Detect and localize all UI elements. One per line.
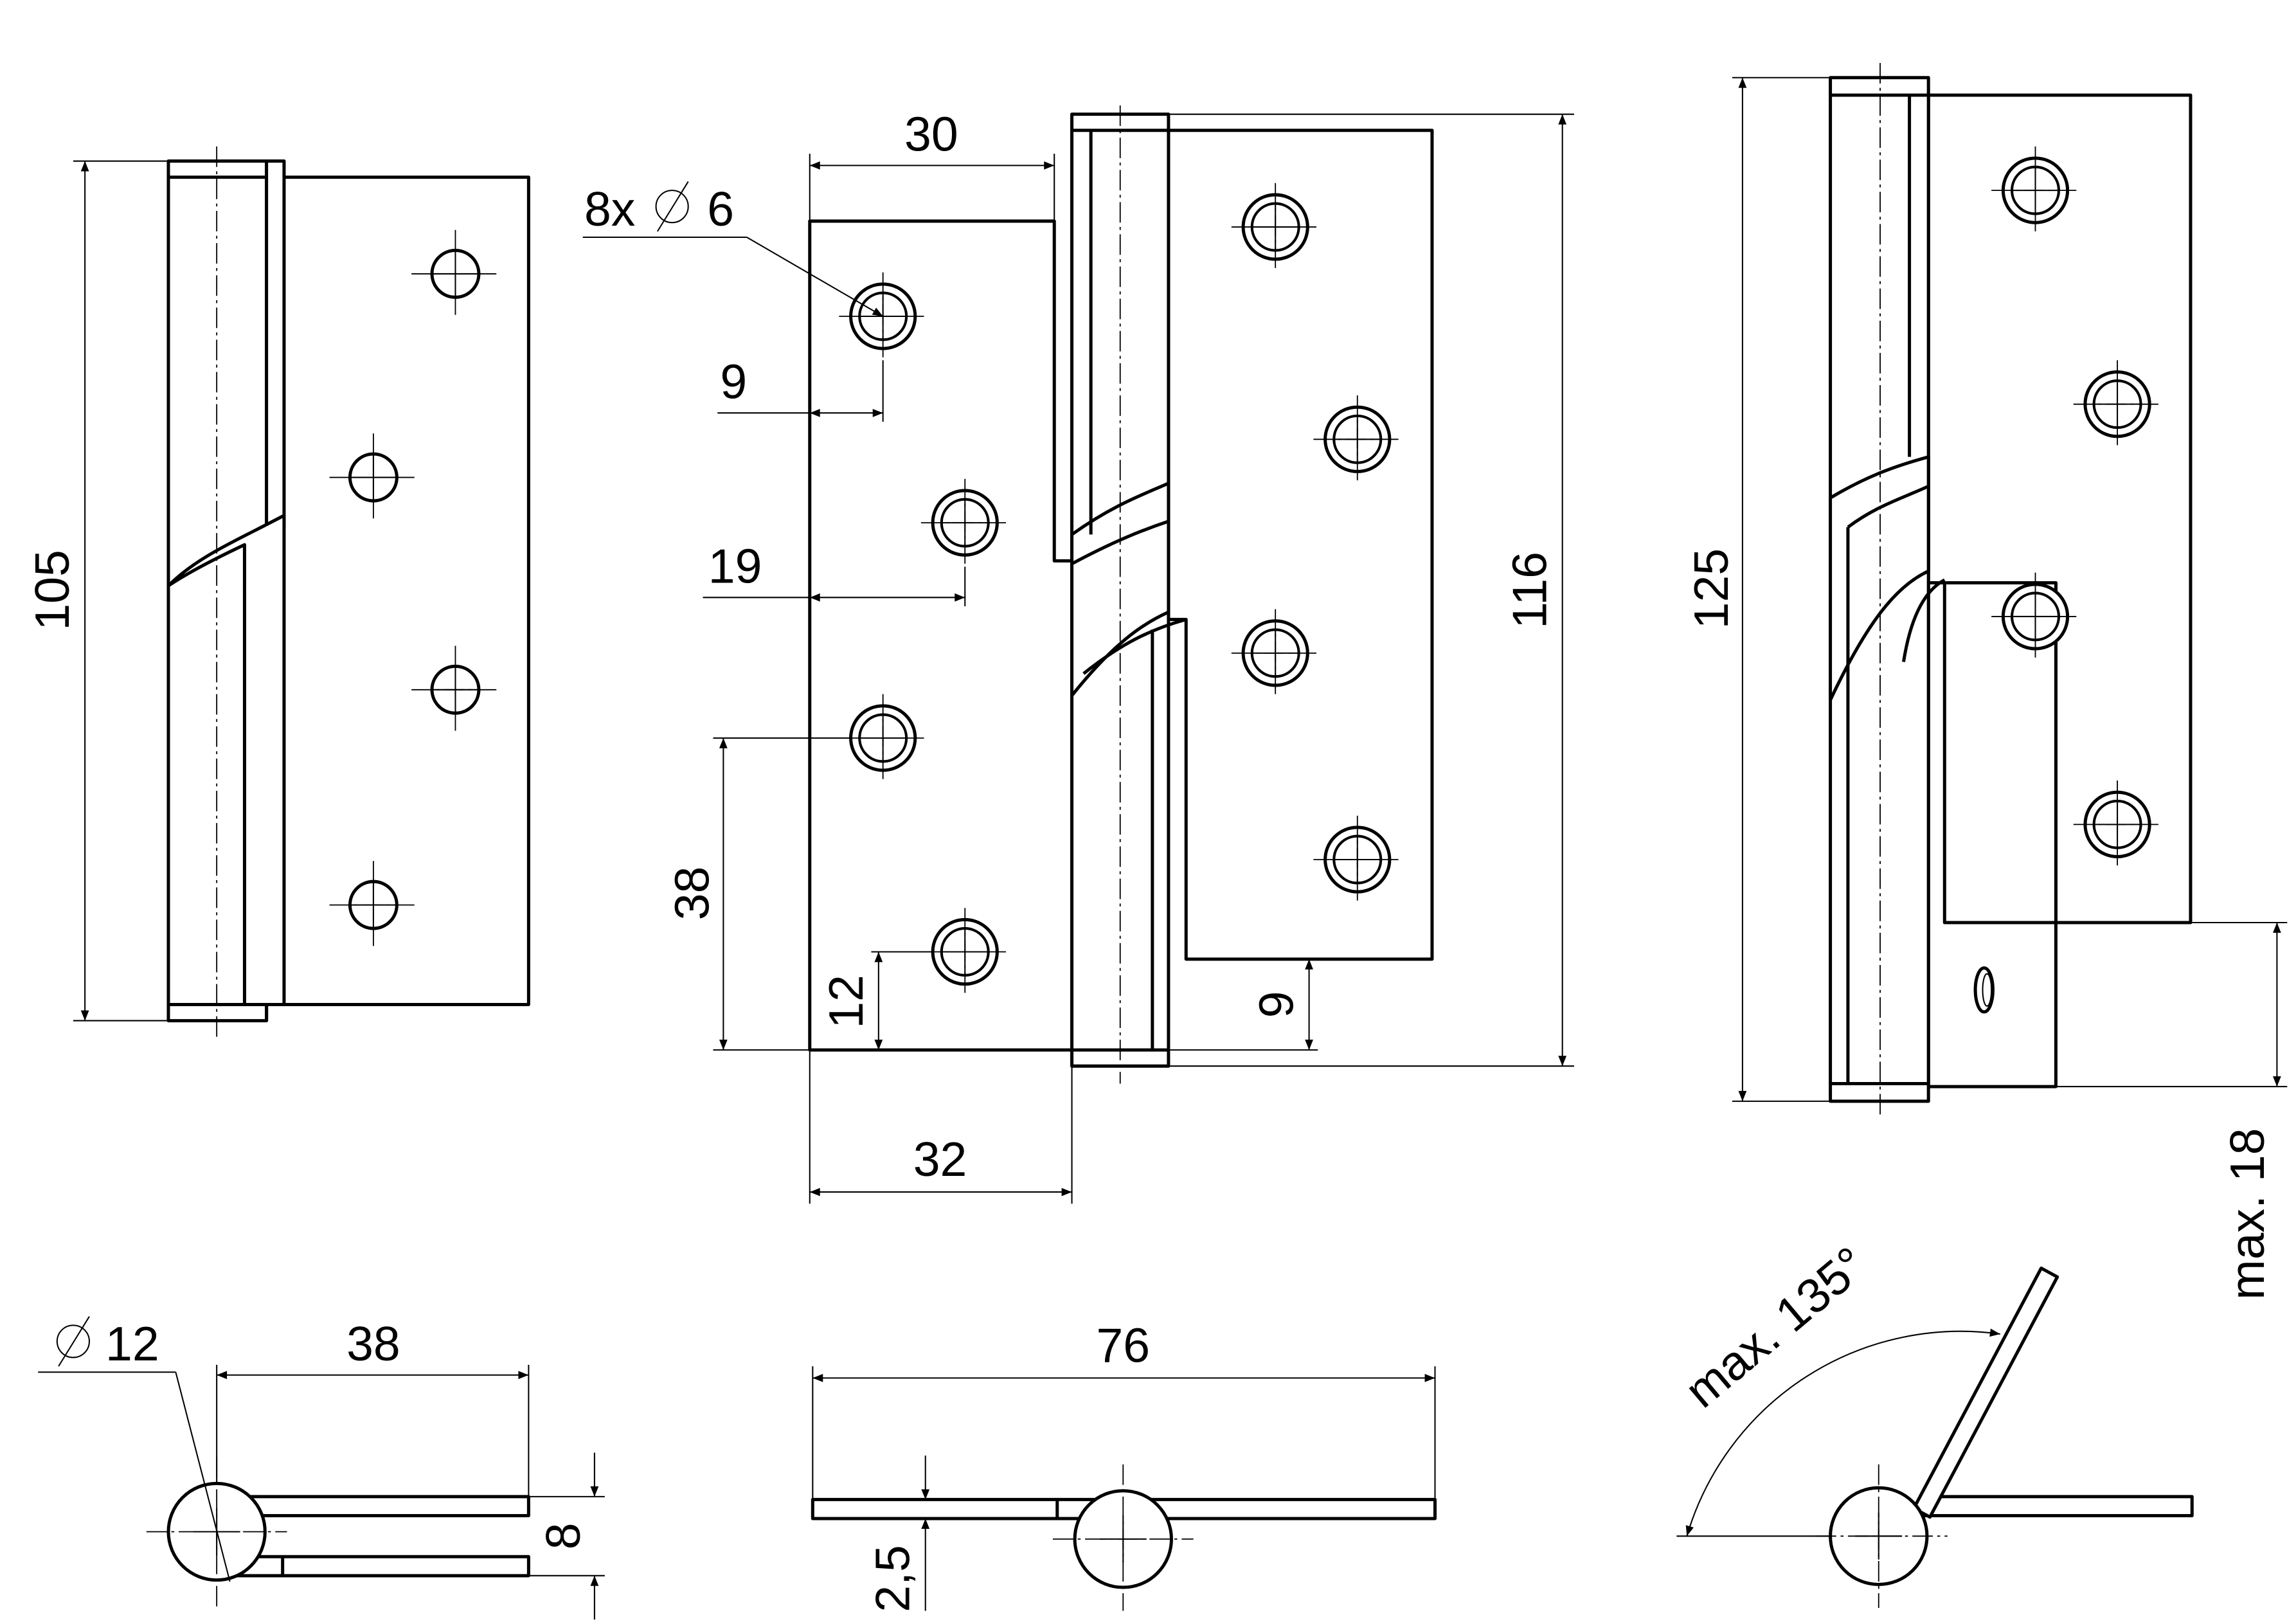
dimension-max-18: max. 18 — [2056, 921, 2288, 1300]
dimension-12: 12 — [819, 951, 931, 1051]
dim-30-label: 30 — [904, 107, 958, 161]
dim-2-5-label: 2,5 — [866, 1545, 920, 1612]
hole-callout-8x6: 8x 6 — [582, 181, 884, 317]
dimension-height-125: 125 — [1684, 77, 1831, 1102]
dimension-9-bottom: 9 — [1168, 959, 1318, 1051]
dim-116-label: 116 — [1503, 552, 1557, 629]
dim-38-plan-label: 38 — [346, 1317, 400, 1371]
dim-32-label: 32 — [913, 1132, 967, 1186]
slot-hole — [1973, 966, 1995, 1014]
dimension-max-135: max. 135° — [1675, 1236, 2000, 1537]
dimension-38-vertical: 38 — [665, 737, 850, 1051]
bottom-middle-plan-view: 76 2,5 — [811, 1318, 1437, 1612]
dim-12-label: 12 — [819, 975, 873, 1029]
dim-9-label: 9 — [720, 355, 747, 409]
dimension-diameter-12: 12 — [38, 1316, 231, 1582]
dimension-height-105: 105 — [25, 160, 168, 1022]
dim-19-label: 19 — [708, 539, 762, 593]
bottom-right-angle-view: max. 135° — [1675, 1236, 2194, 1608]
middle-hinge-view: 30 8x 6 9 19 38 — [582, 105, 1574, 1204]
dim-max-135-label: max. 135° — [1675, 1236, 1877, 1418]
dimension-width-30: 30 — [809, 107, 1055, 221]
dimension-2-5: 2,5 — [866, 1456, 930, 1612]
right-hinge-view: 125 max. 18 — [1684, 62, 2288, 1300]
dim-8-label: 8 — [536, 1522, 590, 1549]
dim-max-18-label: max. 18 — [2220, 1128, 2274, 1300]
middle-holes — [839, 183, 1402, 996]
hole-diameter-label: 6 — [707, 182, 734, 236]
dimension-38-plan: 38 — [216, 1317, 530, 1497]
left-holes — [329, 230, 499, 949]
dim-76-label: 76 — [1096, 1318, 1150, 1372]
left-hinge-view: 105 — [25, 146, 530, 1037]
dim-105-label: 105 — [25, 550, 79, 630]
dimension-9-top: 9 — [717, 355, 884, 422]
hole-count-label: 8x — [584, 182, 635, 236]
right-holes — [1991, 146, 2162, 869]
dim-38-vertical-label: 38 — [665, 867, 719, 921]
diameter-symbol-icon — [655, 181, 689, 232]
dim-125-label: 125 — [1684, 548, 1738, 629]
dim-9-bottom-label: 9 — [1250, 991, 1304, 1018]
dimension-19: 19 — [703, 539, 966, 606]
dimension-8: 8 — [528, 1452, 605, 1620]
diameter-symbol-icon — [56, 1316, 90, 1367]
dim-diameter-12-label: 12 — [105, 1317, 159, 1371]
dimension-height-116: 116 — [1168, 113, 1574, 1067]
bottom-left-plan-view: 12 38 8 — [38, 1316, 605, 1620]
dimension-76: 76 — [812, 1318, 1436, 1500]
dimension-32: 32 — [809, 1050, 1073, 1204]
